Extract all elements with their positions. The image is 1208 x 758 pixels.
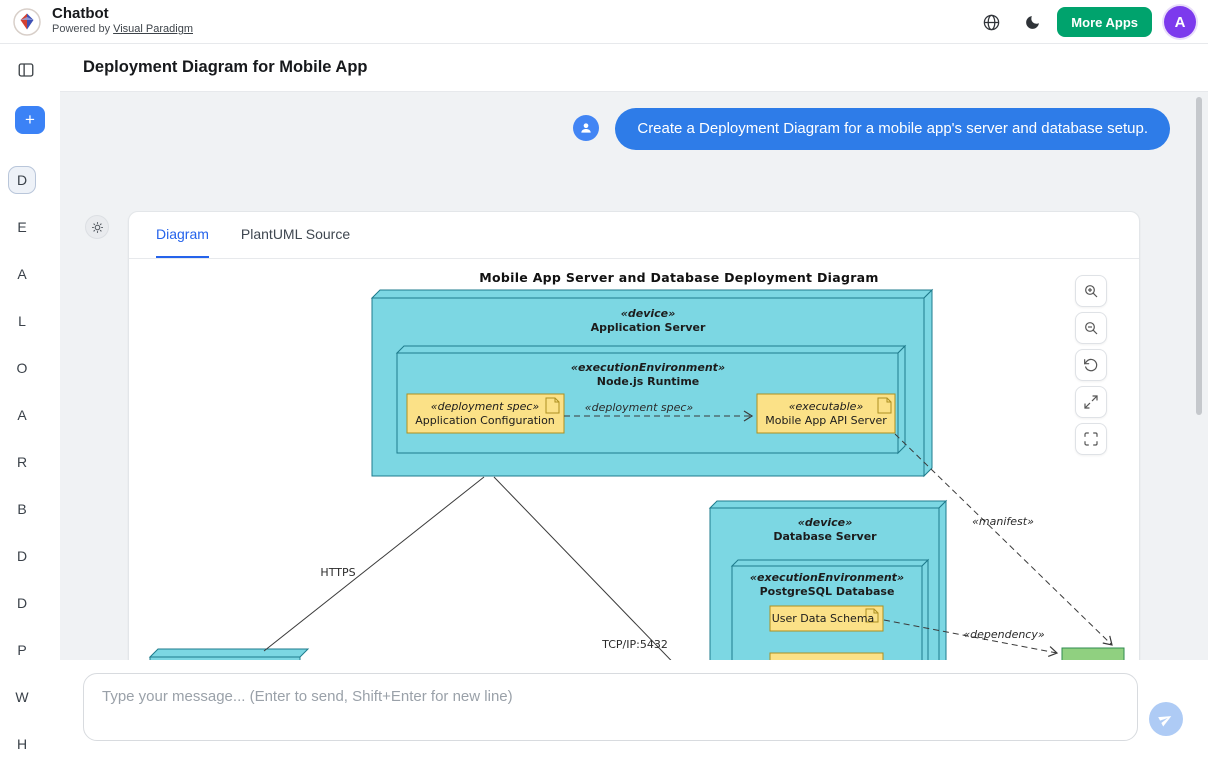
- fullscreen-icon: [1083, 431, 1099, 447]
- chat-history-item-5[interactable]: O: [8, 354, 36, 382]
- send-button[interactable]: [1149, 702, 1183, 736]
- user-schema-name: User Data Schema: [772, 612, 875, 625]
- app-server-stereotype: «device»: [621, 307, 676, 320]
- sidebar-toggle-button[interactable]: [16, 61, 36, 81]
- diagram-canvas: Mobile App Server and Database Deploymen…: [142, 259, 1128, 660]
- chat-history-item-7[interactable]: R: [8, 448, 36, 476]
- chat-scroll-area: Create a Deployment Diagram for a mobile…: [60, 92, 1208, 660]
- user-message-avatar: [573, 115, 599, 141]
- app-config-stereotype: «deployment spec»: [431, 400, 540, 413]
- assistant-avatar: [85, 215, 109, 239]
- sidebar-panel-icon: [17, 61, 35, 79]
- node-mobile-device-partial: [150, 649, 308, 660]
- user-avatar[interactable]: A: [1164, 6, 1196, 38]
- user-message-row: Create a Deployment Diagram for a mobile…: [573, 108, 1170, 150]
- chat-history-item-2[interactable]: E: [8, 213, 36, 241]
- artifact-doc-icon: [546, 398, 559, 413]
- edge-https-label: HTTPS: [320, 566, 355, 579]
- edge-manifest-label: «manifest»: [972, 515, 1034, 528]
- gear-icon: [91, 221, 104, 234]
- message-input[interactable]: [83, 673, 1138, 741]
- db-server-name: Database Server: [773, 530, 877, 543]
- theme-toggle-button[interactable]: [1016, 6, 1048, 38]
- app-header: Chatbot Powered byVisual Paradigm More A…: [0, 0, 1208, 44]
- person-icon: [579, 121, 593, 135]
- nodejs-stereotype: «executionEnvironment»: [571, 361, 725, 374]
- visual-paradigm-logo-icon: [13, 8, 41, 36]
- edge-dependency-label: «dependency»: [963, 628, 1045, 641]
- chat-history-item-10[interactable]: D: [8, 589, 36, 617]
- zoom-out-button[interactable]: [1075, 312, 1107, 344]
- header-actions: More Apps A: [975, 5, 1196, 39]
- zoom-in-button[interactable]: [1075, 275, 1107, 307]
- chat-history-item-6[interactable]: A: [8, 401, 36, 429]
- zoom-in-icon: [1083, 283, 1099, 299]
- postgres-stereotype: «executionEnvironment»: [750, 571, 904, 584]
- diagram-card: Diagram PlantUML Source Mobile App Serve…: [128, 211, 1140, 660]
- powered-by-text: Powered by: [52, 23, 110, 35]
- nodejs-name: Node.js Runtime: [597, 375, 700, 388]
- expand-icon: [1083, 394, 1099, 410]
- page-title: Deployment Diagram for Mobile App: [83, 58, 368, 77]
- chat-history-item-4[interactable]: L: [8, 307, 36, 335]
- chat-history-item-8[interactable]: B: [8, 495, 36, 523]
- globe-icon: [982, 13, 1001, 32]
- sidebar: + D E A L O A R B D D P W H: [0, 44, 60, 752]
- fullscreen-button[interactable]: [1075, 423, 1107, 455]
- chat-history-item-11[interactable]: P: [8, 636, 36, 664]
- app-logo: [13, 8, 41, 36]
- app-title: Chatbot: [52, 5, 193, 23]
- new-chat-button[interactable]: +: [15, 106, 45, 134]
- app-title-block: Chatbot Powered byVisual Paradigm: [52, 5, 193, 35]
- api-server-name: Mobile App API Server: [765, 414, 887, 427]
- tab-diagram[interactable]: Diagram: [156, 212, 209, 258]
- app-server-name: Application Server: [591, 321, 706, 334]
- artifact-user-data-schema: User Data Schema: [770, 606, 883, 631]
- edge-deploy-spec-label: «deployment spec»: [585, 401, 694, 414]
- powered-by: Powered byVisual Paradigm: [52, 23, 193, 35]
- send-icon: [1155, 708, 1177, 730]
- artifact-application-configuration: «deployment spec» Application Configurat…: [407, 394, 564, 433]
- card-tabs: Diagram PlantUML Source: [129, 212, 1139, 259]
- tab-plantuml-source[interactable]: PlantUML Source: [241, 212, 350, 258]
- db-server-stereotype: «device»: [798, 516, 853, 529]
- diagram-title: Mobile App Server and Database Deploymen…: [479, 270, 879, 285]
- user-message-bubble: Create a Deployment Diagram for a mobile…: [615, 108, 1170, 150]
- artifact-mobile-app-api-server: «executable» Mobile App API Server: [757, 394, 895, 433]
- api-server-stereotype: «executable»: [789, 400, 864, 413]
- diagram-view-controls: [1075, 275, 1107, 455]
- zoom-out-icon: [1083, 320, 1099, 336]
- chat-history-item-1[interactable]: D: [8, 166, 36, 194]
- page-title-bar: Deployment Diagram for Mobile App: [60, 44, 1208, 92]
- moon-icon: [1024, 14, 1041, 31]
- artifact-green-partial: [1062, 648, 1124, 660]
- scrollbar-thumb[interactable]: [1196, 97, 1202, 415]
- artifact-partial: [770, 653, 883, 660]
- chat-history-item-13[interactable]: H: [8, 730, 36, 758]
- language-button[interactable]: [975, 6, 1007, 38]
- chat-history-item-3[interactable]: A: [8, 260, 36, 288]
- reset-view-button[interactable]: [1075, 349, 1107, 381]
- rotate-ccw-icon: [1083, 357, 1099, 373]
- chat-history-item-12[interactable]: W: [8, 683, 36, 711]
- more-apps-button[interactable]: More Apps: [1057, 7, 1152, 37]
- expand-button[interactable]: [1075, 386, 1107, 418]
- deployment-diagram: Mobile App Server and Database Deploymen…: [142, 259, 1128, 660]
- postgres-name: PostgreSQL Database: [760, 585, 895, 598]
- edge-tcp-label: TCP/IP:5432: [601, 638, 668, 651]
- app-config-name: Application Configuration: [415, 414, 555, 427]
- visual-paradigm-link[interactable]: Visual Paradigm: [113, 23, 193, 35]
- composer-bar: [60, 660, 1208, 752]
- artifact-doc-icon: [878, 398, 891, 413]
- chat-history-item-9[interactable]: D: [8, 542, 36, 570]
